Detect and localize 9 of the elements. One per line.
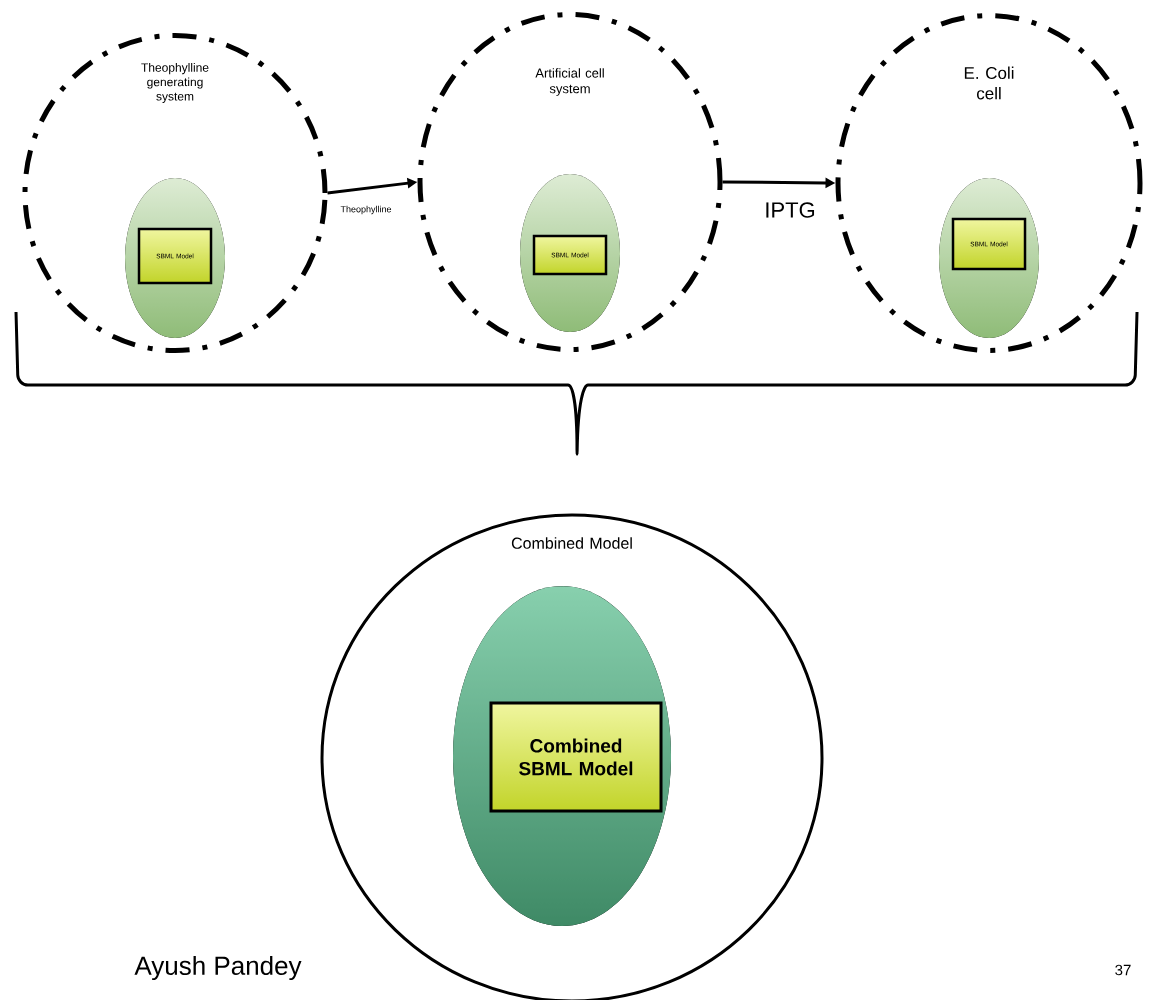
- edge-label: IPTG: [763, 201, 817, 219]
- model-box: Combined SBML Model: [489, 701, 663, 813]
- circle-title: E. Coli cell: [964, 66, 1014, 100]
- author-name: Ayush Pandey: [134, 955, 302, 981]
- circle-title: Combined Model: [511, 537, 632, 549]
- circle-title: Theophylline generating system: [141, 63, 209, 103]
- edge-label: Theophylline: [339, 204, 393, 216]
- circle-title: Artificial cell system: [535, 68, 604, 96]
- page-number: 37: [1115, 964, 1131, 976]
